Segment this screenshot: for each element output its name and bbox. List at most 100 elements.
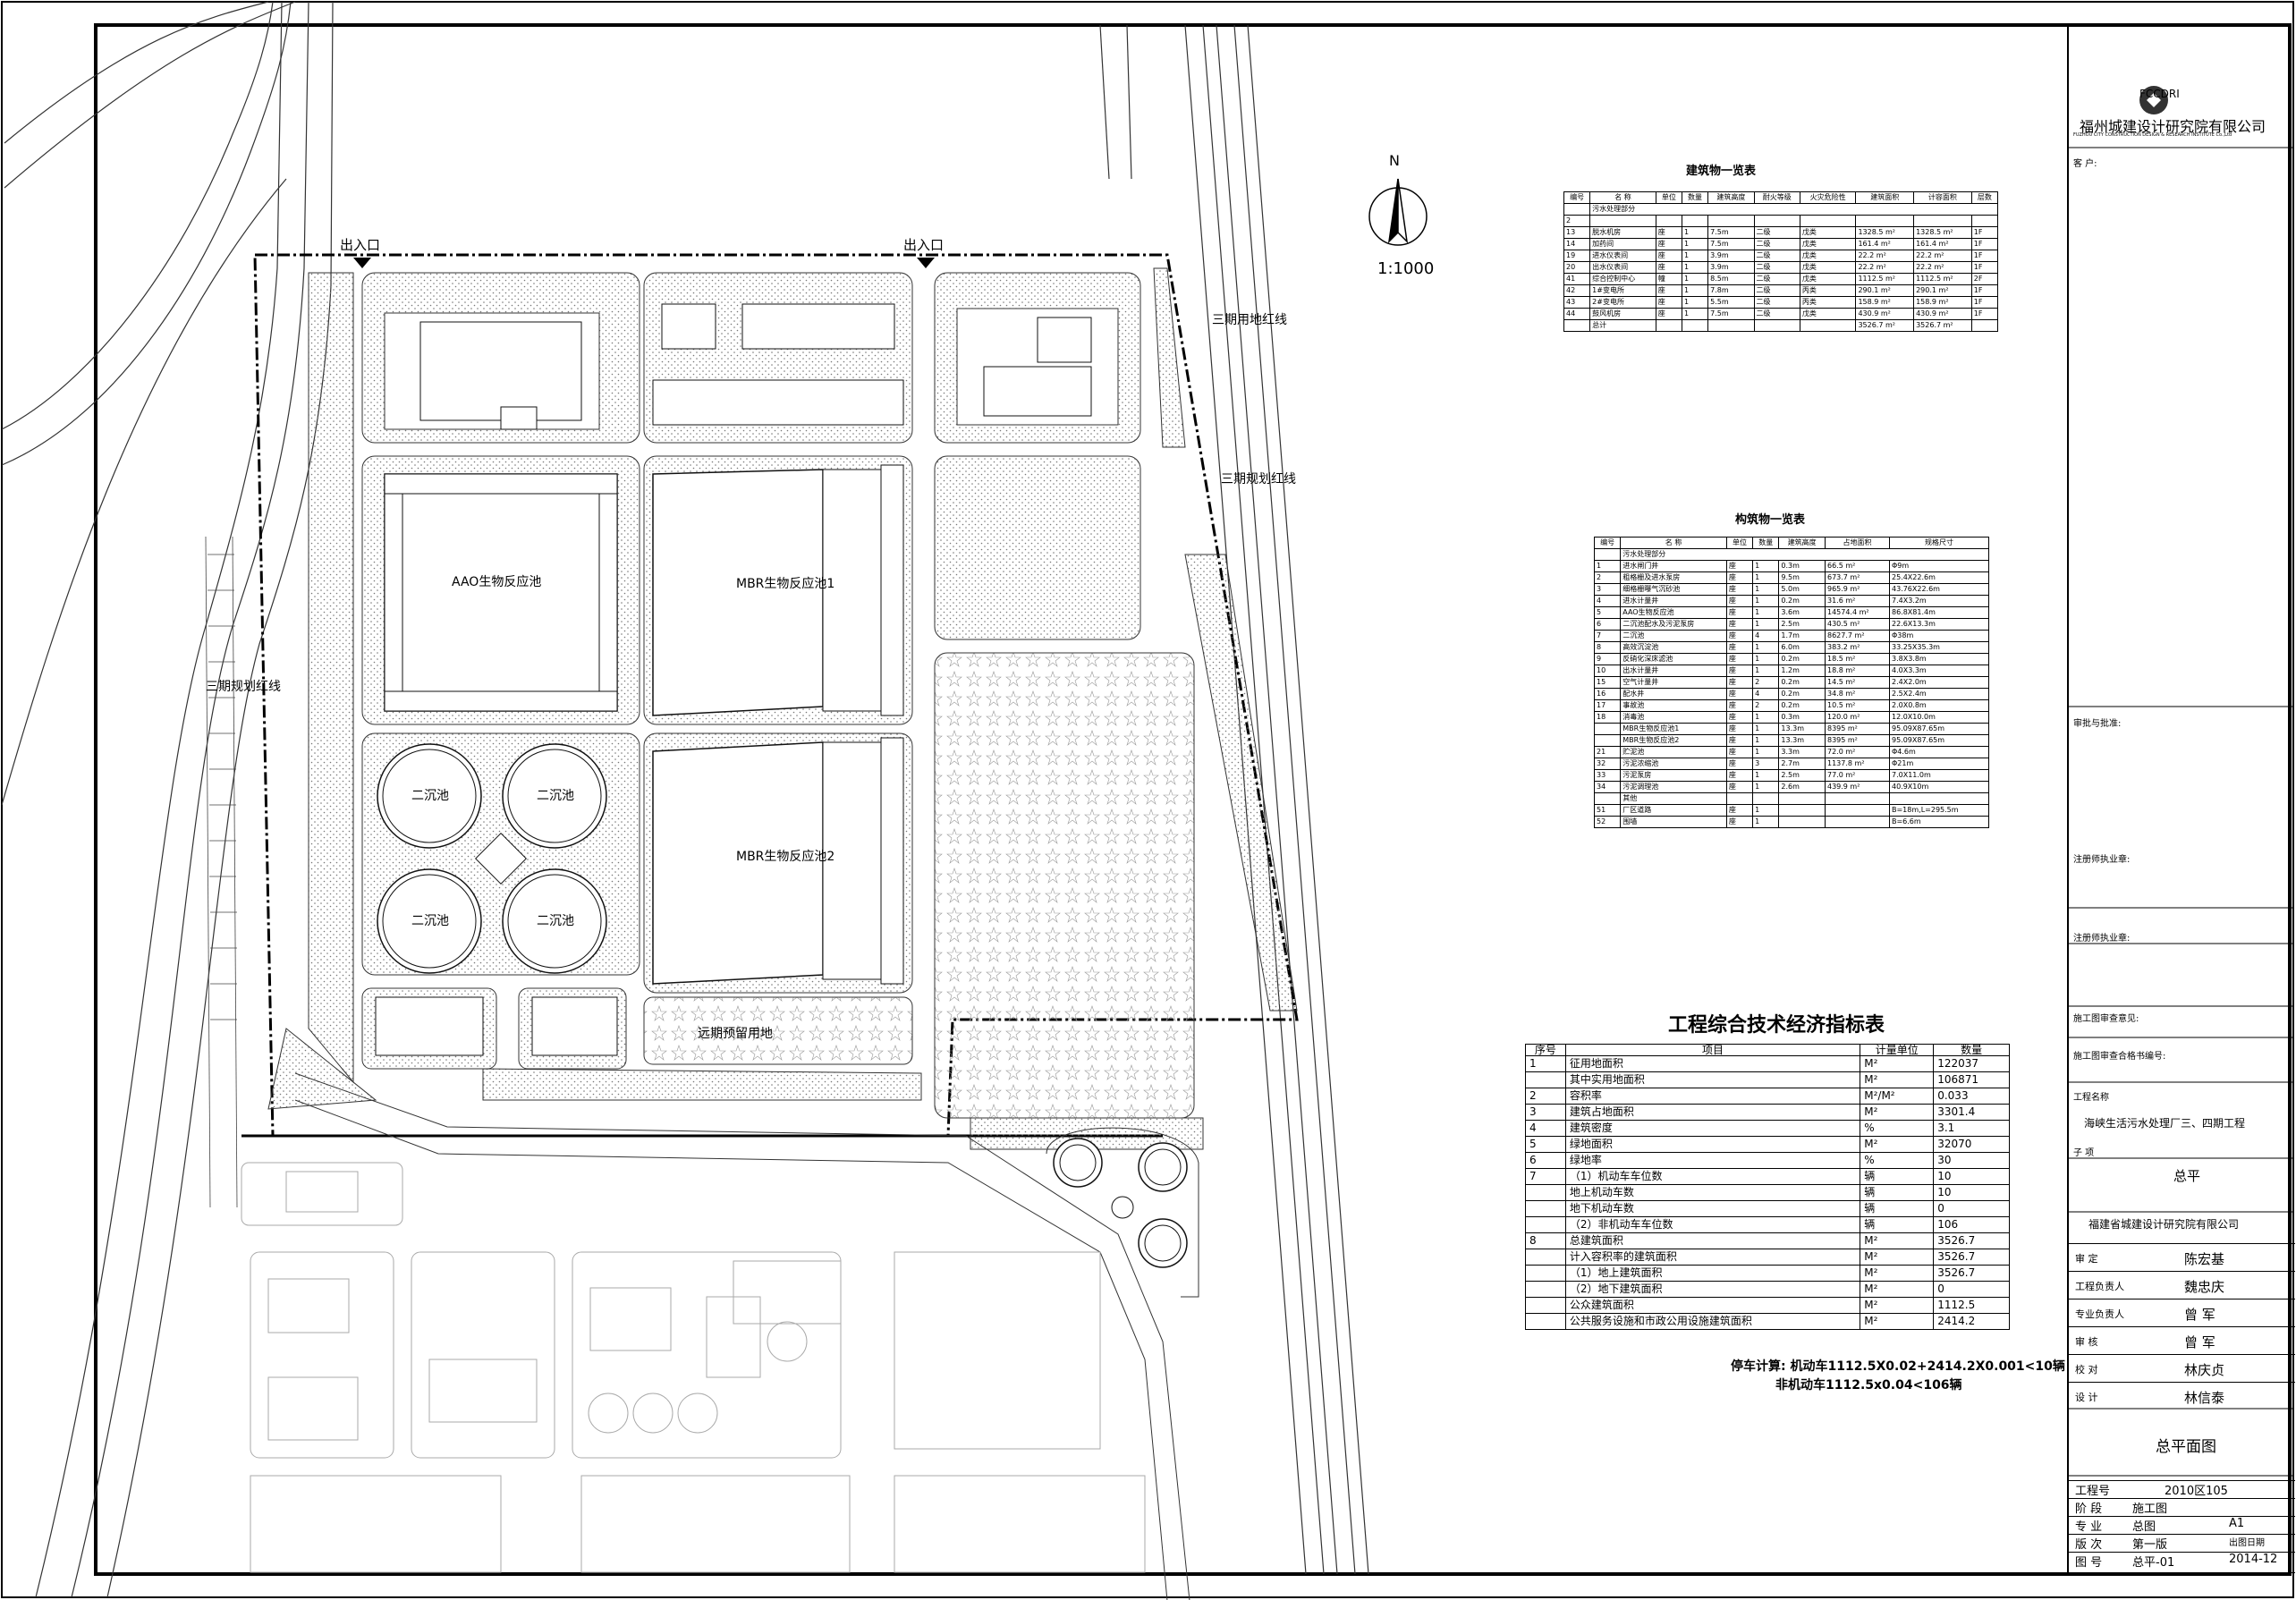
table-cell: 细格栅曝气沉砂池 bbox=[1620, 583, 1727, 596]
table-cell: 15 bbox=[1593, 676, 1622, 689]
table-cell: 座 bbox=[1725, 665, 1754, 677]
boundary-label-2: 三期规划红线 bbox=[1221, 472, 1296, 487]
table-cell: 征用地面积 bbox=[1564, 1055, 1861, 1072]
table-cell: 21 bbox=[1593, 746, 1622, 758]
table-cell: 总建筑面积 bbox=[1564, 1232, 1861, 1249]
date: 2014-12 bbox=[2229, 1553, 2278, 1566]
table-cell: 幢 bbox=[1655, 273, 1682, 285]
table-cell: 7.5m bbox=[1707, 238, 1755, 250]
table-cell: M² bbox=[1860, 1071, 1935, 1088]
role-label: 审 核 bbox=[2075, 1336, 2098, 1348]
table-row: 污水处理部分 bbox=[1563, 203, 1998, 216]
table-cell: 7.0X11.0m bbox=[1888, 769, 1990, 782]
table-cell: Φ38m bbox=[1888, 630, 1990, 642]
table-cell: 7 bbox=[1593, 630, 1622, 642]
structure-table-header: 编号 名 称 单位 数量 建筑高度 占地面积 规格尺寸 bbox=[1593, 537, 1990, 549]
table-cell: 座 bbox=[1725, 653, 1754, 665]
role-row: 工程负责人魏忠庆 bbox=[2068, 1271, 2295, 1299]
table-cell: 1.7m bbox=[1778, 630, 1826, 642]
table-cell: 1 bbox=[1752, 711, 1780, 724]
table-cell bbox=[1707, 215, 1755, 227]
building-table: 编号 名 称 单位 数量 建筑高度 耐火等级 火灾危险性 建筑面积 计容面积 层… bbox=[1563, 191, 1999, 332]
table-cell: 33.25X35.3m bbox=[1888, 641, 1990, 654]
table-cell: 3.9m bbox=[1707, 250, 1755, 262]
table-cell: 二级 bbox=[1753, 261, 1800, 274]
table-cell: 2.5m bbox=[1778, 618, 1826, 631]
boundary-label-1: 三期用地红线 bbox=[1212, 313, 1287, 327]
table-cell bbox=[1799, 319, 1857, 332]
table-cell: 1328.5 m² bbox=[1913, 226, 1972, 239]
table-cell: 0.3m bbox=[1778, 560, 1826, 572]
table-cell: 10 bbox=[1933, 1168, 2010, 1185]
table-cell: 座 bbox=[1725, 560, 1754, 572]
table-cell: 51 bbox=[1593, 804, 1622, 817]
col-header: 单位 bbox=[1725, 537, 1754, 549]
mbr1-label: MBR生物反应池1 bbox=[736, 577, 835, 591]
scale-label: 1:1000 bbox=[1377, 259, 1435, 278]
table-cell: 二级 bbox=[1753, 308, 1800, 320]
table-cell: 1F bbox=[1970, 250, 1999, 262]
table-cell: 消毒池 bbox=[1620, 711, 1727, 724]
size: A1 bbox=[2229, 1517, 2245, 1530]
building-table-header: 编号 名 称 单位 数量 建筑高度 耐火等级 火灾危险性 建筑面积 计容面积 层… bbox=[1563, 191, 1999, 204]
table-cell: 二级 bbox=[1753, 250, 1800, 262]
table-cell: 7.5m bbox=[1707, 308, 1755, 320]
table-cell: 3.1 bbox=[1933, 1120, 2010, 1137]
role-row: 设 计林信泰 bbox=[2068, 1382, 2295, 1410]
tb-ver-row: 版 次 第一版 出图日期 bbox=[2068, 1534, 2295, 1552]
col-header: 编号 bbox=[1563, 191, 1591, 204]
table-cell bbox=[1970, 319, 1999, 332]
table-cell: 座 bbox=[1655, 296, 1682, 309]
table-cell: 2.5X2.4m bbox=[1888, 688, 1990, 700]
clarifier-label-2: 二沉池 bbox=[537, 789, 574, 803]
table-cell: 污泥浓缩池 bbox=[1620, 758, 1727, 770]
table-cell: 座 bbox=[1725, 571, 1754, 584]
parking-note-1: 停车计算: 机动车1112.5X0.02+2414.2X0.001<10辆 bbox=[1731, 1359, 2065, 1374]
table-cell: 出水仪表间 bbox=[1589, 261, 1656, 274]
building-table-title: 建筑物一览表 bbox=[1686, 165, 1757, 178]
table-cell: 1 bbox=[1681, 261, 1709, 274]
table-cell: 95.09X87.65m bbox=[1888, 723, 1990, 735]
tb-stage-row: 阶 段 施工图 bbox=[2068, 1498, 2295, 1516]
role-row: 校 对林庆贞 bbox=[2068, 1354, 2295, 1382]
table-cell: 10 bbox=[1593, 665, 1622, 677]
table-cell: 122037 bbox=[1933, 1055, 2010, 1072]
table-cell: 290.1 m² bbox=[1855, 284, 1915, 297]
stage: 施工图 bbox=[2132, 1503, 2168, 1516]
table-cell: 1 bbox=[1752, 641, 1780, 654]
table-cell: 0.2m bbox=[1778, 699, 1826, 712]
table-cell: 72.0 m² bbox=[1824, 746, 1890, 758]
table-cell: 座 bbox=[1725, 618, 1754, 631]
boundary-label-3: 三期规划红线 bbox=[206, 680, 281, 694]
table-cell: 围墙 bbox=[1620, 816, 1727, 828]
table-cell: 二沉池配水及污泥泵房 bbox=[1620, 618, 1727, 631]
table-cell: 3.6m bbox=[1778, 606, 1826, 619]
table-cell: 1 bbox=[1752, 665, 1780, 677]
drawing-name: 总平面图 bbox=[2156, 1438, 2216, 1456]
role-signature: 林庆贞 bbox=[2184, 1362, 2225, 1378]
table-cell: 0.033 bbox=[1933, 1088, 2010, 1105]
table-row: 其他 bbox=[1593, 792, 1990, 805]
table-cell: 1#变电所 bbox=[1589, 284, 1656, 297]
tb-proj-no-row: 工程号 2010区105 bbox=[2068, 1480, 2295, 1498]
table-cell: 22.2 m² bbox=[1913, 261, 1972, 274]
table-cell: 161.4 m² bbox=[1855, 238, 1915, 250]
table-cell: 14 bbox=[1563, 238, 1591, 250]
table-cell: 公众建筑面积 bbox=[1564, 1297, 1861, 1314]
table-cell: 16 bbox=[1593, 688, 1622, 700]
table-cell: 1 bbox=[1752, 769, 1780, 782]
table-cell: 2 bbox=[1752, 676, 1780, 689]
table-cell: 建筑占地面积 bbox=[1564, 1104, 1861, 1121]
table-cell: 事故池 bbox=[1620, 699, 1727, 712]
